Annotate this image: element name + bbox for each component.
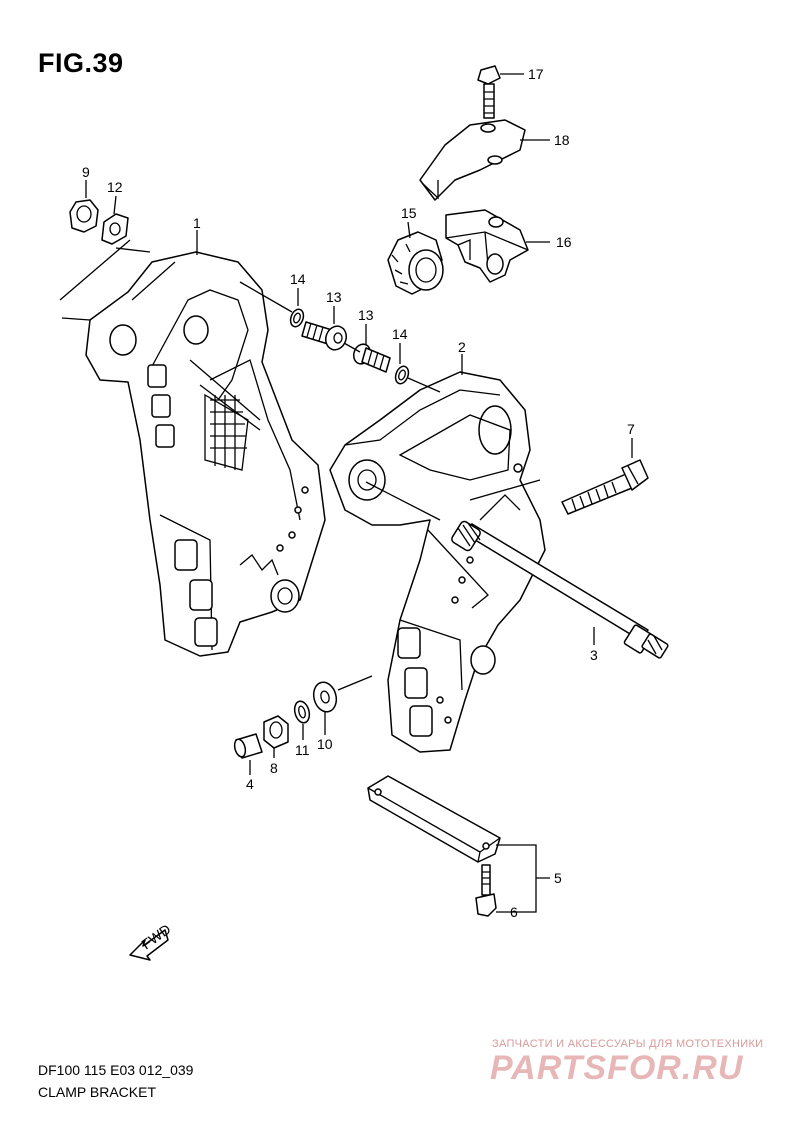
callout-3: 3 bbox=[590, 647, 598, 663]
fwd-arrow-icon: FWD bbox=[129, 921, 174, 961]
part-5-plate bbox=[367, 775, 501, 863]
part-18-cover bbox=[419, 119, 526, 201]
diagram-code: DF100 115 E03 012_039 bbox=[38, 1062, 194, 1078]
callout-6: 6 bbox=[510, 904, 518, 920]
part-6-bolt bbox=[475, 864, 497, 917]
part-13-screw-upper bbox=[301, 321, 348, 351]
callout-14-upper: 14 bbox=[290, 271, 306, 287]
assembly-lines bbox=[59, 239, 541, 691]
callout-9: 9 bbox=[82, 164, 90, 180]
part-7-bolt bbox=[561, 459, 649, 515]
figure-title: FIG.39 bbox=[38, 48, 124, 78]
part-9-nut bbox=[69, 199, 99, 233]
callout-5: 5 bbox=[554, 870, 562, 886]
part-2-clamp-bracket-right bbox=[329, 371, 546, 753]
part-14-washer-lower bbox=[394, 365, 410, 385]
part-17-bolt bbox=[477, 65, 501, 119]
diagram-name: CLAMP BRACKET bbox=[38, 1084, 156, 1100]
leader-lines bbox=[85, 73, 633, 913]
part-13-screw-lower bbox=[352, 343, 391, 373]
callout-14-lower: 14 bbox=[392, 326, 408, 342]
watermark-tagline: ЗАПЧАСТИ И АКСЕССУАРЫ ДЛЯ МОТОТЕХНИКИ bbox=[492, 1038, 764, 1050]
callout-13-upper: 13 bbox=[326, 289, 342, 305]
callout-4: 4 bbox=[246, 776, 254, 792]
callout-10: 10 bbox=[317, 736, 333, 752]
callout-8: 8 bbox=[270, 760, 278, 776]
part-11-washer bbox=[293, 700, 311, 724]
part-14-washer-upper bbox=[289, 308, 305, 328]
callout-numbers: 1 2 3 4 5 6 7 8 9 10 11 12 13 13 14 14 1… bbox=[82, 66, 635, 920]
callout-1: 1 bbox=[193, 215, 201, 231]
callout-13-lower: 13 bbox=[358, 307, 374, 323]
part-3-tilt-tube bbox=[451, 520, 669, 659]
part-12-plate bbox=[101, 213, 129, 245]
callout-11: 11 bbox=[295, 742, 310, 758]
callout-12: 12 bbox=[107, 179, 123, 195]
callout-16: 16 bbox=[556, 234, 572, 250]
part-8-nut bbox=[263, 715, 289, 749]
part-15-grommet bbox=[387, 231, 444, 295]
part-16-bracket bbox=[445, 209, 529, 283]
callout-17: 17 bbox=[528, 66, 544, 82]
watermark-logo: PARTSFOR.RU bbox=[490, 1049, 744, 1087]
callout-2: 2 bbox=[458, 339, 466, 355]
callout-7: 7 bbox=[627, 421, 635, 437]
callout-15: 15 bbox=[401, 205, 417, 221]
part-4-collar bbox=[233, 733, 263, 759]
callout-18: 18 bbox=[554, 132, 570, 148]
part-10-washer bbox=[312, 681, 338, 713]
part-1-clamp-bracket-left bbox=[85, 251, 326, 657]
